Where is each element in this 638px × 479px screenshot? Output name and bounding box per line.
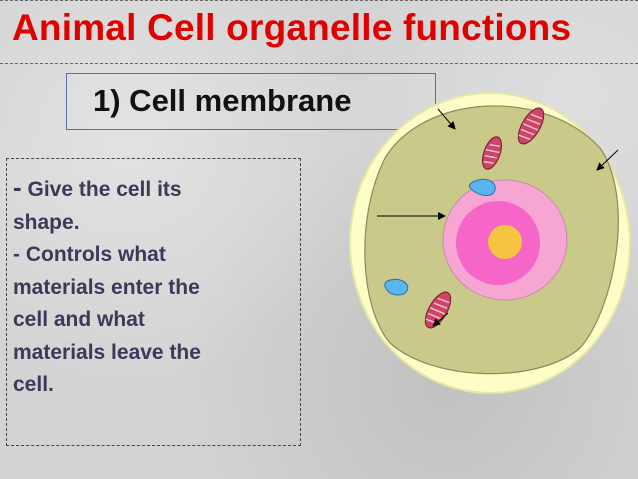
description-line: - Give the cell its — [13, 172, 182, 202]
description-line: cell. — [13, 373, 54, 396]
title-bar: Animal Cell organelle functions — [0, 0, 638, 64]
animal-cell-diagram — [349, 92, 631, 394]
arrow-to-mitochondrion — [432, 312, 449, 327]
subtitle-box: 1) Cell membrane — [66, 73, 436, 130]
arrow-to-cytoplasm — [596, 149, 619, 171]
mitochondrion-icon — [517, 107, 545, 145]
description-line: - Controls what — [13, 243, 166, 266]
arrow-to-membrane — [437, 108, 456, 130]
nucleolus — [488, 225, 522, 259]
description-text: - Give the cell its shape. - Controls wh… — [13, 171, 298, 402]
mitochondrion-icon — [481, 136, 503, 170]
vacuole-icon — [384, 278, 409, 296]
description-line: shape. — [13, 210, 80, 234]
slide-title: Animal Cell organelle functions — [12, 7, 572, 48]
slide-subtitle: 1) Cell membrane — [93, 83, 352, 118]
description-box: - Give the cell its shape. - Controls wh… — [6, 158, 301, 446]
description-line: materials enter the — [13, 275, 200, 299]
vacuole-icon — [468, 178, 496, 196]
description-line: materials leave the — [13, 340, 201, 364]
description-line: cell and what — [13, 308, 145, 331]
